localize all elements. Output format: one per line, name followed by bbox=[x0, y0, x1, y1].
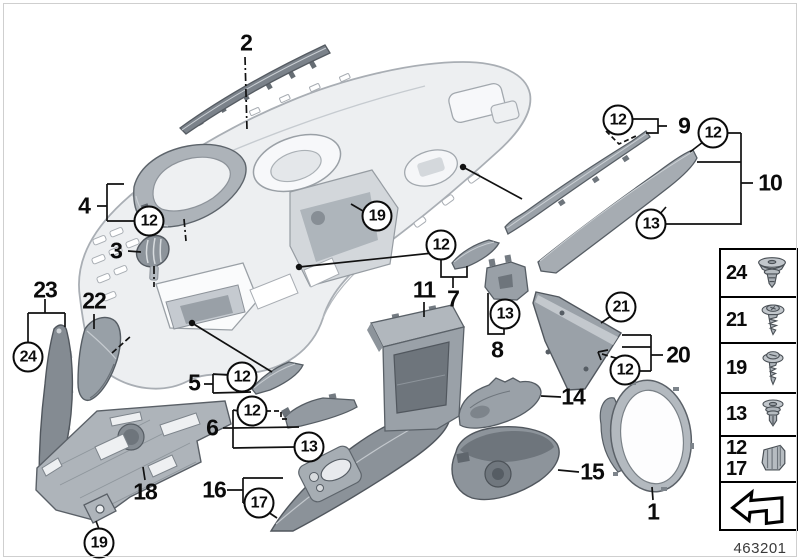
part-1-instrument-ring bbox=[599, 379, 694, 493]
callout-24-a[interactable]: 24 bbox=[12, 341, 44, 373]
part-18-lower-carrier-panel bbox=[35, 400, 232, 524]
callout-17-a[interactable]: 17 bbox=[243, 487, 275, 519]
tapping-screw-icon bbox=[762, 351, 784, 386]
legend-number: 21 bbox=[726, 308, 747, 331]
callout-16[interactable]: 16 bbox=[202, 476, 227, 503]
part-9-long-strip bbox=[504, 130, 651, 235]
callout-6[interactable]: 6 bbox=[206, 414, 219, 441]
callout-11[interactable]: 11 bbox=[412, 276, 436, 303]
part-21-side-panel bbox=[532, 291, 622, 391]
callout-13-a[interactable]: 13 bbox=[293, 431, 325, 463]
continuation-arrow-icon bbox=[729, 488, 783, 526]
callout-12-e[interactable]: 12 bbox=[602, 104, 634, 136]
callout-2[interactable]: 2 bbox=[240, 29, 253, 56]
part-3-air-vent bbox=[135, 234, 170, 281]
spring-clip-icon bbox=[761, 444, 786, 471]
part-22-side-sail-panel bbox=[77, 316, 122, 402]
callout-19-a[interactable]: 19 bbox=[83, 527, 115, 559]
callout-20[interactable]: 20 bbox=[666, 341, 691, 368]
callout-12-c[interactable]: 12 bbox=[236, 395, 268, 427]
callout-22[interactable]: 22 bbox=[82, 287, 107, 314]
part-15-column-cover-lower bbox=[451, 425, 560, 501]
part-6-trim-strip bbox=[281, 393, 358, 429]
legend-item-24[interactable]: 24 bbox=[719, 248, 798, 298]
legend-item-12-17[interactable]: 12 17 bbox=[719, 435, 798, 483]
part-10-long-strip bbox=[537, 149, 698, 274]
legend-number: 19 bbox=[726, 356, 747, 379]
callout-12-a[interactable]: 12 bbox=[133, 205, 165, 237]
part-4-cluster-visor bbox=[133, 143, 247, 228]
callout-14[interactable]: 14 bbox=[561, 383, 586, 410]
callout-10[interactable]: 10 bbox=[758, 169, 783, 196]
callout-4[interactable]: 4 bbox=[78, 192, 91, 219]
callout-3[interactable]: 3 bbox=[110, 237, 123, 264]
callout-18[interactable]: 18 bbox=[133, 478, 158, 505]
callout-19-b[interactable]: 19 bbox=[361, 200, 393, 232]
callout-12-f[interactable]: 12 bbox=[697, 117, 729, 149]
legend-item-continuation[interactable] bbox=[719, 481, 798, 531]
rivet-clip-icon bbox=[762, 398, 784, 427]
callout-12-b[interactable]: 12 bbox=[226, 361, 258, 393]
part-14-column-cover-upper bbox=[458, 377, 542, 429]
legend-item-13[interactable]: 13 bbox=[719, 392, 798, 437]
legend-number: 13 bbox=[726, 403, 747, 425]
callout-12-d[interactable]: 12 bbox=[425, 229, 457, 261]
part-11-center-console-frame bbox=[367, 304, 465, 432]
diagram-code: 463201 bbox=[733, 540, 787, 557]
callout-13-c[interactable]: 13 bbox=[635, 208, 667, 240]
legend-number: 24 bbox=[726, 261, 747, 284]
tapping-screw-washer-icon bbox=[761, 304, 785, 336]
callout-13-b[interactable]: 13 bbox=[489, 298, 521, 330]
legend-number: 12 17 bbox=[726, 437, 747, 480]
callout-7[interactable]: 7 bbox=[447, 285, 460, 312]
legend-item-21[interactable]: 21 bbox=[719, 296, 798, 344]
callout-15[interactable]: 15 bbox=[580, 458, 605, 485]
fastener-legend: 24 21 bbox=[719, 248, 798, 531]
callout-12-g[interactable]: 12 bbox=[609, 354, 641, 386]
part-7-trim-strip bbox=[451, 239, 500, 270]
legend-item-19[interactable]: 19 bbox=[719, 342, 798, 394]
callout-5[interactable]: 5 bbox=[188, 369, 201, 396]
part-5-trim-strip bbox=[251, 361, 304, 395]
part-2-upper-strip bbox=[179, 44, 331, 135]
callout-1[interactable]: 1 bbox=[647, 498, 660, 525]
part-8-bracket bbox=[484, 254, 529, 301]
expanding-rivet-icon bbox=[758, 257, 786, 289]
mount-dots bbox=[188, 163, 467, 327]
callout-9[interactable]: 9 bbox=[678, 112, 691, 139]
dashboard-ghost bbox=[78, 61, 532, 390]
callout-23[interactable]: 23 bbox=[33, 276, 58, 303]
callout-8[interactable]: 8 bbox=[491, 336, 504, 363]
leader-lines bbox=[27, 56, 753, 530]
callout-21-a[interactable]: 21 bbox=[605, 291, 637, 323]
